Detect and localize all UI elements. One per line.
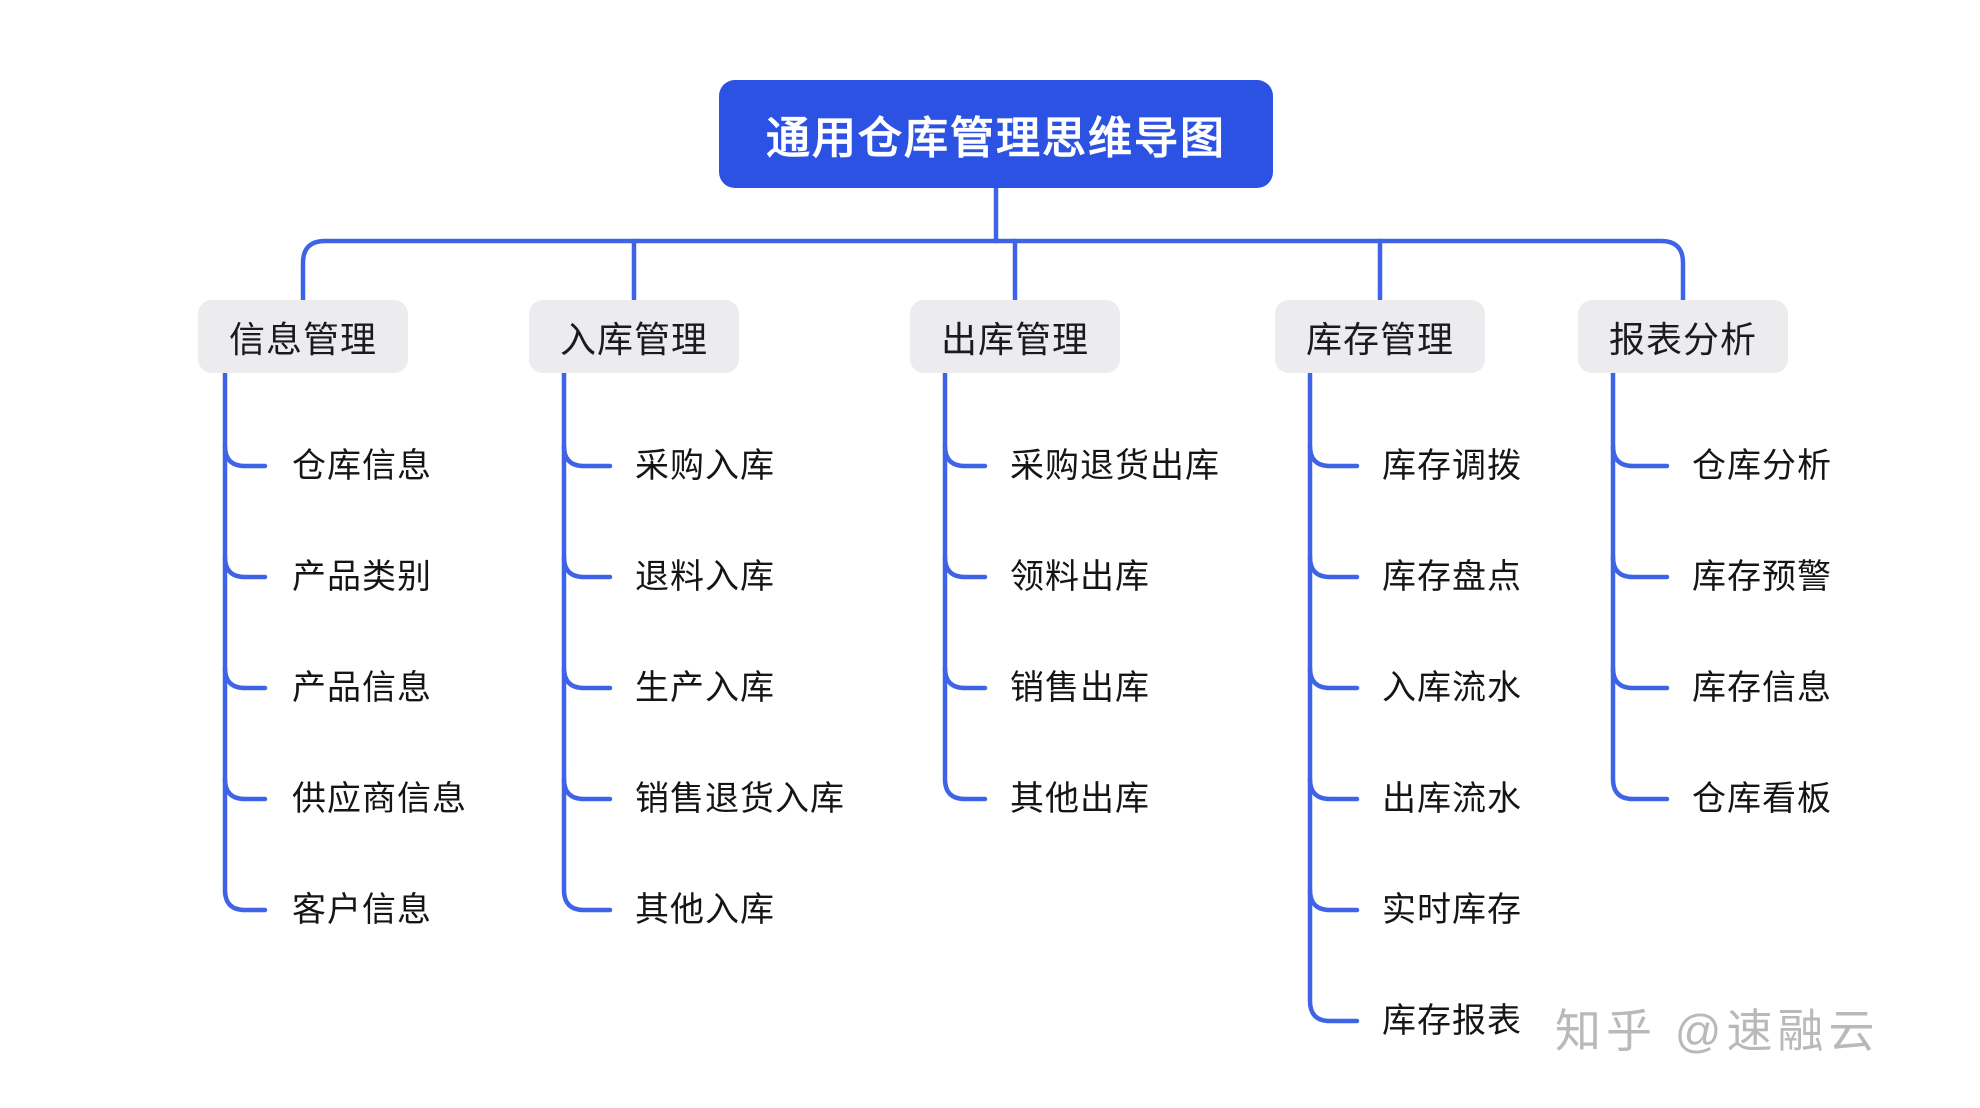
child-node[interactable]: 其他入库 bbox=[635, 891, 775, 929]
child-node[interactable]: 生产入库 bbox=[635, 669, 775, 707]
child-node[interactable]: 实时库存 bbox=[1382, 891, 1522, 929]
child-node[interactable]: 仓库信息 bbox=[292, 447, 432, 485]
child-node[interactable]: 采购入库 bbox=[635, 447, 775, 485]
child-node[interactable]: 领料出库 bbox=[1010, 558, 1150, 596]
child-node[interactable]: 客户信息 bbox=[292, 891, 432, 929]
root-node[interactable]: 通用仓库管理思维导图 bbox=[719, 80, 1273, 188]
branch-node-report[interactable]: 报表分析 bbox=[1578, 300, 1788, 373]
branch-node-outbound[interactable]: 出库管理 bbox=[910, 300, 1120, 373]
child-node[interactable]: 库存信息 bbox=[1692, 669, 1832, 707]
child-node[interactable]: 库存盘点 bbox=[1382, 558, 1522, 596]
watermark: 知乎 @速融云 bbox=[1555, 1005, 1880, 1057]
child-node[interactable]: 供应商信息 bbox=[292, 780, 467, 818]
child-node[interactable]: 其他出库 bbox=[1010, 780, 1150, 818]
branch-node-info[interactable]: 信息管理 bbox=[198, 300, 408, 373]
child-node[interactable]: 出库流水 bbox=[1382, 780, 1522, 818]
child-node[interactable]: 销售退货入库 bbox=[635, 780, 845, 818]
child-node[interactable]: 产品类别 bbox=[292, 558, 432, 596]
child-node[interactable]: 库存调拨 bbox=[1382, 447, 1522, 485]
child-node[interactable]: 产品信息 bbox=[292, 669, 432, 707]
branch-node-inventory[interactable]: 库存管理 bbox=[1275, 300, 1485, 373]
child-node[interactable]: 入库流水 bbox=[1382, 669, 1522, 707]
child-node[interactable]: 库存预警 bbox=[1692, 558, 1832, 596]
child-node[interactable]: 销售出库 bbox=[1010, 669, 1150, 707]
child-node[interactable]: 采购退货出库 bbox=[1010, 447, 1220, 485]
child-node[interactable]: 仓库分析 bbox=[1692, 447, 1832, 485]
child-node[interactable]: 库存报表 bbox=[1382, 1002, 1522, 1040]
child-node[interactable]: 退料入库 bbox=[635, 558, 775, 596]
branch-node-inbound[interactable]: 入库管理 bbox=[529, 300, 739, 373]
child-node[interactable]: 仓库看板 bbox=[1692, 780, 1832, 818]
